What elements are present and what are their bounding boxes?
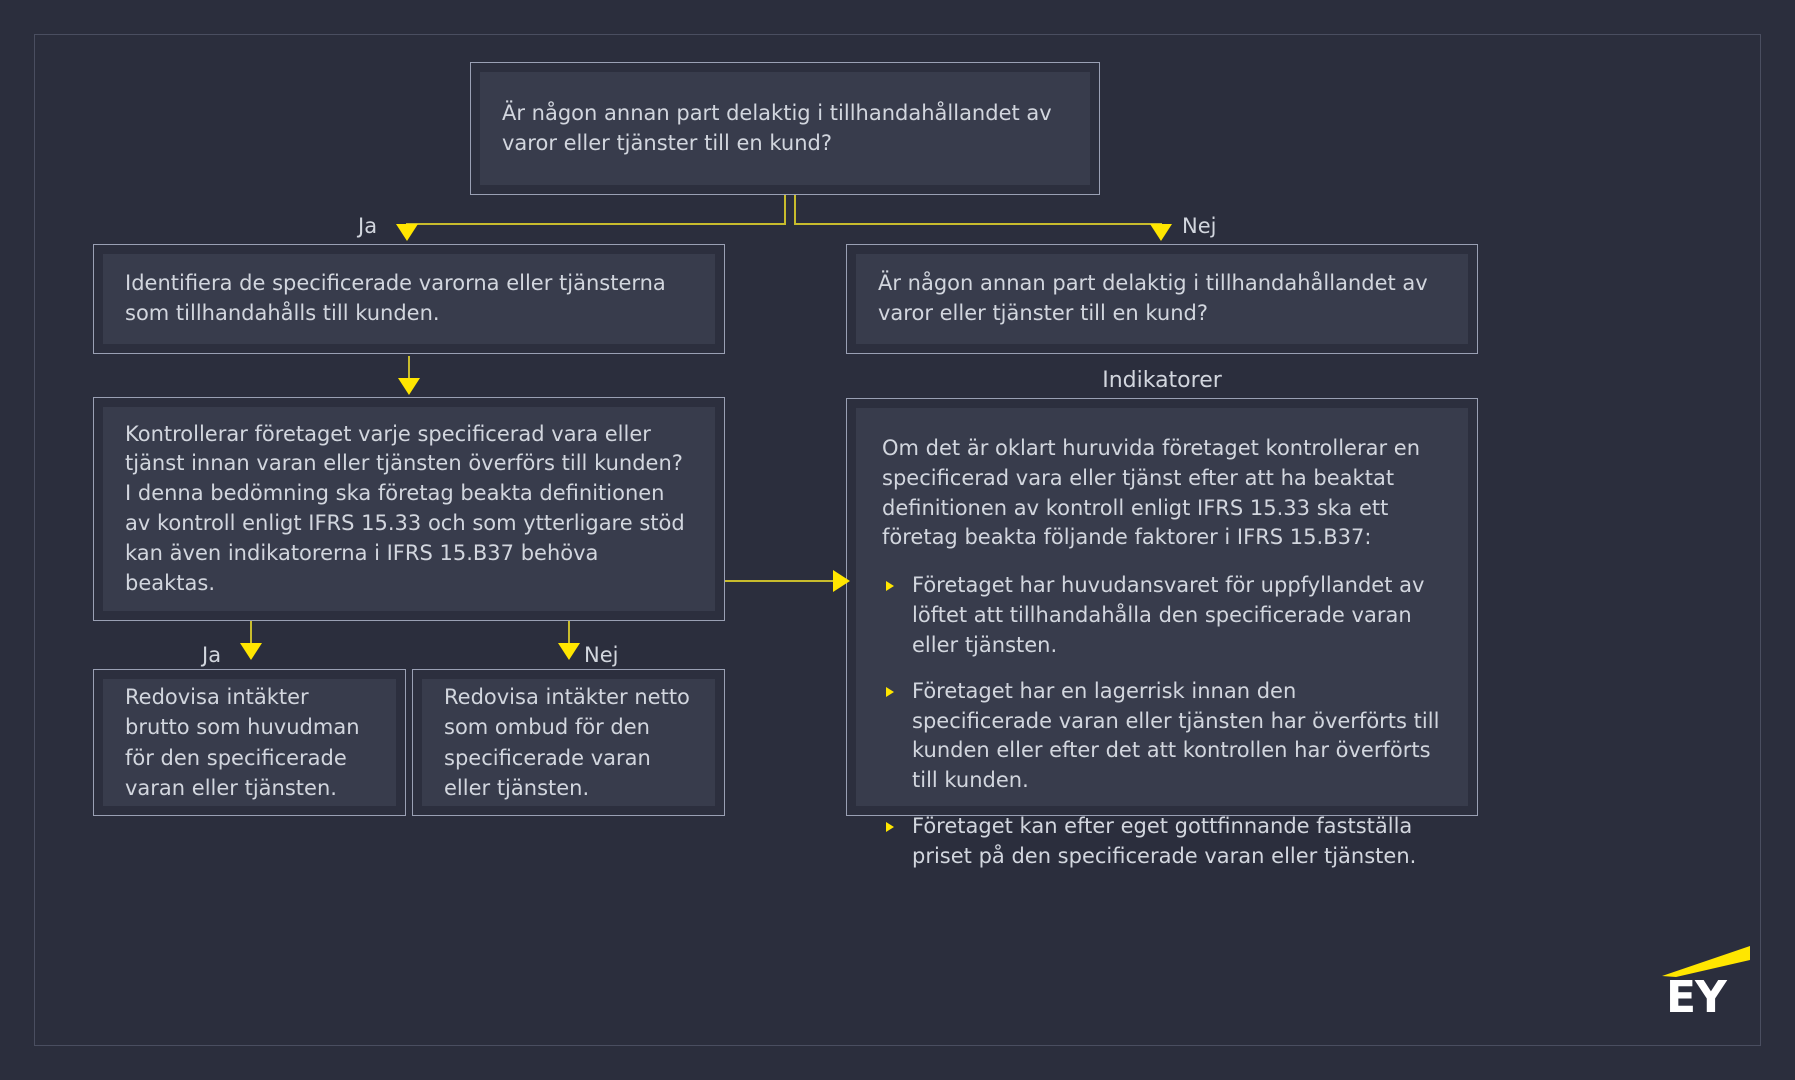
arrow-control-to-indicators — [833, 570, 850, 592]
node-revenue-net-inner: Redovisa intäkter netto som ombud för de… — [422, 679, 715, 806]
ey-beam-icon — [1662, 946, 1750, 977]
ey-logo: EY — [1660, 944, 1756, 1023]
arrow-control-no — [558, 643, 580, 660]
indicators-list: Företaget har huvudansvaret för uppfylla… — [882, 571, 1442, 871]
connector-top-branch-right — [794, 223, 1162, 225]
connector-top-branch-left — [406, 223, 786, 225]
edge-label-control-yes: Ja — [202, 643, 222, 667]
edge-label-top-yes: Ja — [358, 214, 378, 238]
edge-label-control-no: Nej — [584, 643, 619, 667]
connector-identify-to-control — [408, 356, 410, 380]
arrow-control-yes — [240, 643, 262, 660]
indicator-item: Företaget kan efter eget gottfinnande fa… — [882, 812, 1442, 872]
arrow-top-yes — [396, 224, 418, 241]
arrow-identify-to-control — [398, 378, 420, 395]
arrow-top-no — [1150, 224, 1172, 241]
connector-control-no — [568, 621, 570, 645]
indicator-item-text: Företaget har en lagerrisk innan den spe… — [912, 678, 1440, 793]
indicators-heading: Indikatorer — [1102, 368, 1222, 393]
indicator-item: Företaget har en lagerrisk innan den spe… — [882, 677, 1442, 796]
node-question-right-inner: Är någon annan part delaktig i tillhanda… — [856, 254, 1468, 344]
node-revenue-net: Redovisa intäkter netto som ombud för de… — [412, 669, 725, 816]
node-question-right-text: Är någon annan part delaktig i tillhanda… — [878, 271, 1428, 325]
node-revenue-gross-text: Redovisa intäkter brutto som huvudman fö… — [125, 685, 360, 800]
node-question-top-text: Är någon annan part delaktig i tillhanda… — [502, 100, 1052, 155]
node-control-question: Kontrollerar företaget varje specificera… — [93, 397, 725, 621]
indicator-item-text: Företaget kan efter eget gottfinnande fa… — [912, 813, 1417, 868]
node-revenue-gross: Redovisa intäkter brutto som huvudman fö… — [93, 669, 406, 816]
node-revenue-gross-inner: Redovisa intäkter brutto som huvudman fö… — [103, 679, 396, 806]
connector-control-to-indicators — [725, 580, 835, 582]
node-control-question-inner: Kontrollerar företaget varje specificera… — [103, 407, 715, 611]
triangle-bullet-icon — [886, 581, 894, 592]
node-identify-goods-text: Identifiera de specificerade varorna ell… — [125, 271, 666, 325]
indicators-lead-text: Om det är oklart huruvida företaget kont… — [882, 436, 1421, 550]
triangle-bullet-icon — [886, 686, 894, 697]
node-revenue-net-text: Redovisa intäkter netto som ombud för de… — [444, 685, 690, 800]
ey-logo-text: EY — [1666, 972, 1727, 1023]
connector-control-yes — [250, 621, 252, 645]
node-question-top-inner: Är någon annan part delaktig i tillhanda… — [480, 72, 1090, 185]
node-indicators-inner: Om det är oklart huruvida företaget kont… — [856, 408, 1468, 868]
node-control-question-text: Kontrollerar företaget varje specificera… — [125, 421, 685, 595]
edge-label-top-no: Nej — [1182, 214, 1217, 238]
node-question-right: Är någon annan part delaktig i tillhanda… — [846, 244, 1478, 354]
node-identify-goods: Identifiera de specificerade varorna ell… — [93, 244, 725, 354]
node-identify-goods-inner: Identifiera de specificerade varorna ell… — [103, 254, 715, 344]
indicator-item-text: Företaget har huvudansvaret för uppfylla… — [912, 573, 1425, 657]
indicator-item: Företaget har huvudansvaret för uppfylla… — [882, 571, 1442, 660]
triangle-bullet-icon — [886, 821, 894, 832]
node-question-top: Är någon annan part delaktig i tillhanda… — [470, 62, 1100, 195]
node-indicators: Om det är oklart huruvida företaget kont… — [846, 398, 1478, 868]
connector-top-stem-left — [784, 195, 786, 225]
connector-top-stem-right — [794, 195, 796, 225]
